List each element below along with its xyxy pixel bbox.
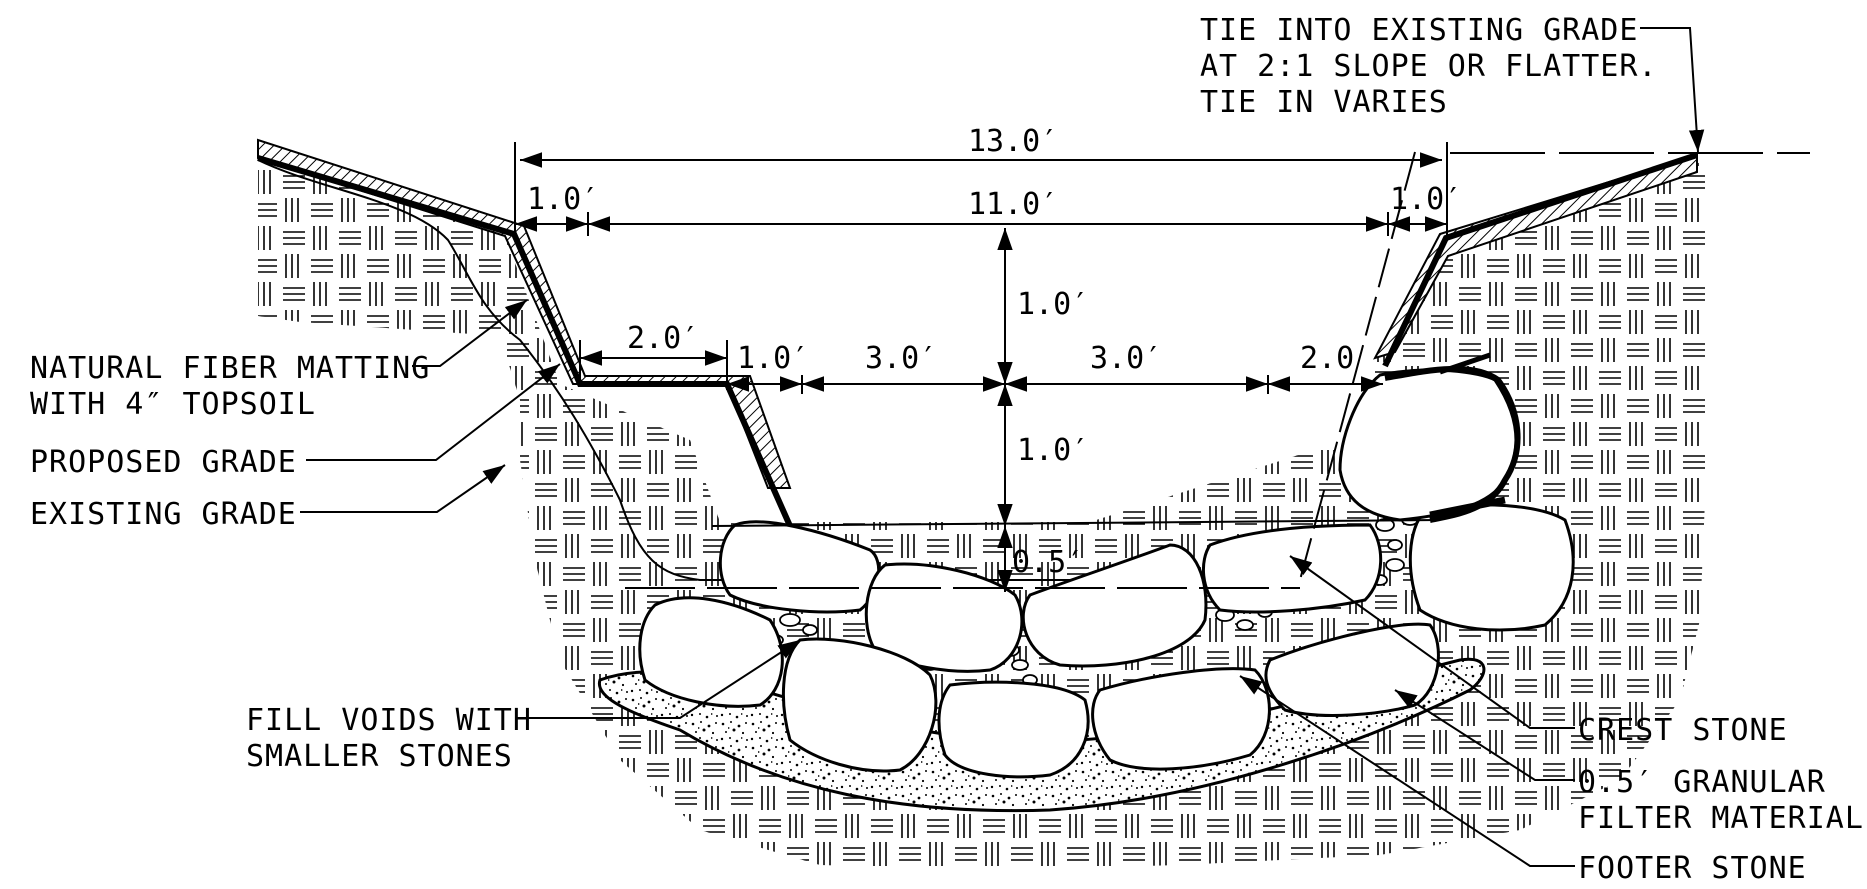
fill-voids-line-2: SMALLER STONES [246, 739, 513, 774]
existing-grade-line [257, 159, 1290, 581]
dimension-labels: 13.0′ 11.0′ 1.0′ 1.0′ 1.0′ 1.0′ 0.5′ 2.0… [527, 124, 1462, 580]
crest-stone-right [1201, 523, 1383, 614]
tie-in-line-2: AT 2:1 SLOPE OR FLATTER. [1200, 49, 1657, 84]
footer-stone-label: FOOTER STONE [1578, 851, 1807, 886]
leader-lines [300, 27, 1705, 867]
stone-6 [638, 596, 784, 708]
filter-leader [1394, 689, 1575, 781]
filter-line-1: 0.5′ GRANULAR [1578, 765, 1826, 800]
dim-left-shoulder: 1.0′ [527, 182, 599, 217]
matting-line-1: NATURAL FIBER MATTING [30, 351, 430, 386]
right-proposed-grade-line [1382, 152, 1698, 368]
dim-half-left: 3.0′ [865, 341, 937, 376]
stone-7 [782, 637, 938, 773]
dim-half-right: 3.0′ [1090, 341, 1162, 376]
matting-line-2: WITH 4″ TOPSOIL [30, 387, 316, 422]
stone-8 [937, 680, 1090, 779]
tie-in-line-1: TIE INTO EXISTING GRADE [1200, 13, 1638, 48]
dim-depth-lower: 1.0′ [1017, 433, 1089, 468]
tie-in-leader [1640, 27, 1705, 153]
bottom-reference-line [711, 519, 1441, 527]
fill-voids-leader [524, 639, 801, 719]
dim-depth-bottom: 0.5′ [1012, 545, 1084, 580]
footer-stone-leader [1239, 675, 1575, 867]
dim-bench-left: 2.0′ [627, 321, 699, 356]
crest-stone-heavy-tick [1439, 352, 1491, 375]
crest-stone-left [718, 520, 881, 614]
fill-voids-line-1: FILL VOIDS WITH [246, 703, 532, 738]
crest-stone-leader [1289, 555, 1575, 729]
stone-3 [1021, 543, 1208, 668]
stone-9 [1091, 667, 1271, 771]
dimension-lines [515, 152, 1447, 592]
crest-stone-base-heavy [1429, 496, 1506, 519]
stone-5 [1408, 503, 1575, 632]
tie-in-line-3: TIE IN VARIES [1200, 85, 1448, 120]
filter-line-2: FILTER MATERIAL [1578, 801, 1864, 836]
dim-top-width: 13.0′ [968, 124, 1058, 159]
crest-stone-label: CREST STONE [1578, 713, 1788, 748]
stone-2 [864, 562, 1024, 673]
existing-grade-label: EXISTING GRADE [30, 497, 297, 532]
proposed-grade-leader [306, 363, 561, 461]
dim-depth-upper: 1.0′ [1017, 287, 1089, 322]
dim-inner-width: 11.0′ [968, 187, 1058, 222]
proposed-grade-label: PROPOSED GRADE [30, 445, 297, 480]
dim-right-shoulder: 1.0′ [1390, 182, 1462, 217]
dim-bench-right: 2.0 [1300, 341, 1354, 376]
rock-stones [638, 368, 1575, 779]
existing-grade-leader [300, 464, 506, 513]
callout-labels: TIE INTO EXISTING GRADE AT 2:1 SLOPE OR … [30, 13, 1864, 886]
dim-offset-left: 1.0′ [737, 341, 809, 376]
matting-leader [412, 299, 528, 367]
